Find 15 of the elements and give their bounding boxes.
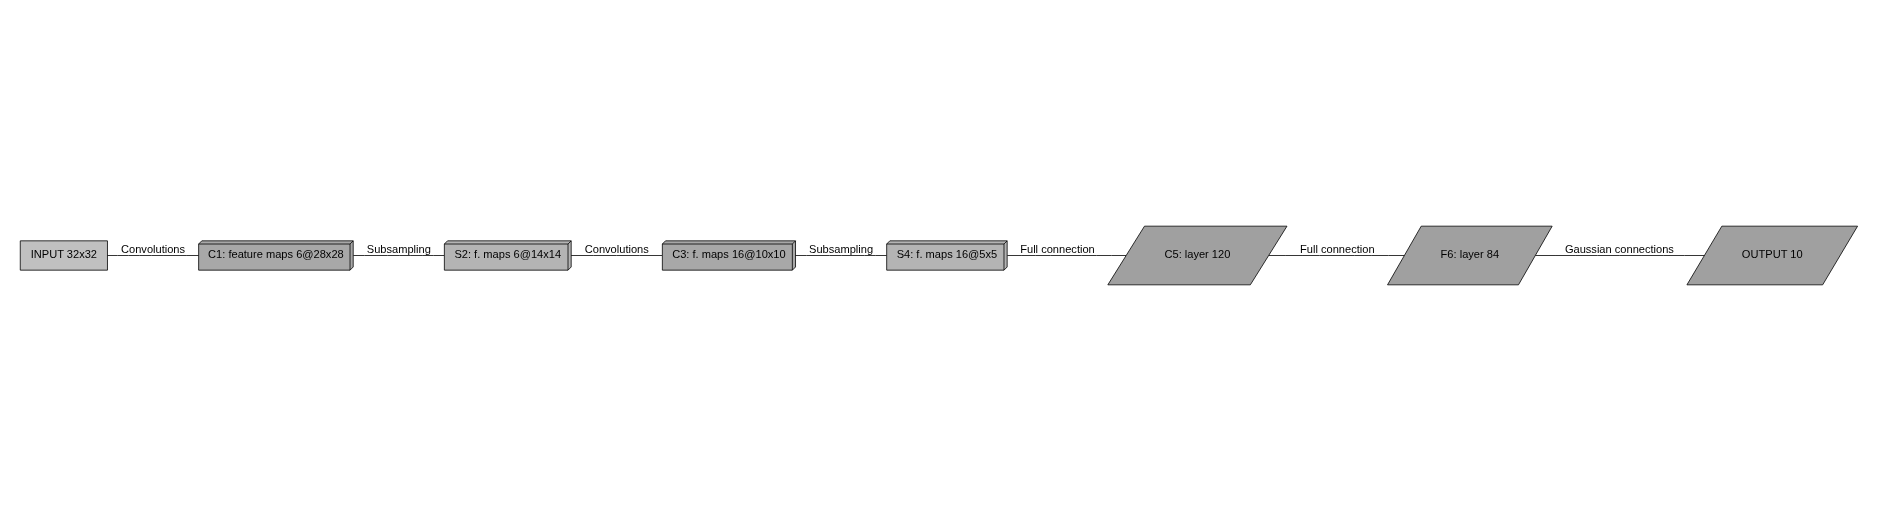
- edge-label: Full connection: [1300, 242, 1375, 255]
- connector: [1006, 255, 1127, 256]
- connector: [353, 255, 445, 256]
- connector: [1535, 255, 1705, 256]
- connector: [795, 255, 887, 256]
- edge-label: Convolutions: [121, 242, 186, 255]
- edge-label: Gaussian connections: [1564, 242, 1674, 255]
- edge-label: Full connection: [1020, 242, 1095, 255]
- edge-label: Convolutions: [584, 242, 649, 255]
- edge-label: Subsampling: [366, 242, 431, 255]
- connector: [1268, 255, 1405, 256]
- edge-label: Subsampling: [809, 242, 874, 255]
- connector: [107, 255, 199, 256]
- connector: [570, 255, 663, 256]
- node-box: INPUT 32x32: [19, 240, 108, 271]
